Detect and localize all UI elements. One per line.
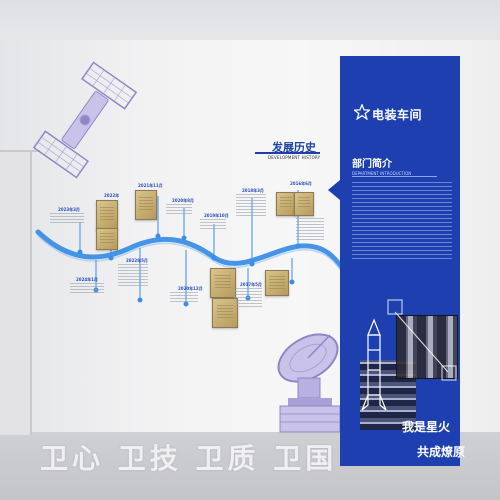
milestone-year: 2020年8月 — [172, 198, 194, 203]
milestone-year: 2024年1月 — [76, 277, 98, 282]
certificate-image — [96, 200, 118, 230]
department-logo-text: 电装车间 — [372, 108, 423, 122]
milestone-year: 2017年5月 — [240, 282, 262, 287]
milestone-description — [170, 292, 198, 304]
timeline-title: 发展历史 — [272, 141, 316, 154]
door-frame — [0, 150, 32, 435]
milestone-description — [200, 219, 226, 231]
star-logo-icon — [354, 104, 370, 120]
department-rule — [352, 176, 437, 177]
radar-dish-icon — [277, 333, 341, 433]
slogan-line-1: 我是星火 — [402, 420, 451, 434]
floor-slogan: 卫心 卫技 卫质 卫国 — [40, 442, 338, 475]
milestone-description — [234, 288, 262, 308]
panel-notch — [328, 180, 340, 200]
milestone-description — [70, 283, 104, 295]
milestone-year: 2023年3月 — [58, 207, 80, 212]
milestone-description — [166, 204, 192, 216]
certificate-image — [135, 190, 157, 220]
timeline-title-rule — [255, 152, 320, 154]
slogan-line-2: 共成燎原 — [417, 445, 466, 459]
certificate-image — [212, 298, 238, 328]
milestone-description — [236, 194, 266, 216]
department-title: 部门简介 — [352, 159, 392, 170]
certificate-image — [96, 228, 118, 250]
timeline-subtitle: DEVELOPMENT HISTORY — [268, 155, 321, 160]
milestone-description — [296, 218, 324, 240]
milestone-description — [118, 264, 148, 286]
milestone-description — [50, 213, 84, 225]
timeline-wave — [35, 229, 348, 275]
certificate-image — [210, 268, 236, 298]
milestone-year: 2019年10月 — [204, 213, 229, 218]
milestone-year: 2020年12月 — [178, 286, 203, 291]
certificate-image — [265, 270, 289, 296]
door-frame-top — [0, 150, 40, 152]
department-body-text — [352, 182, 452, 260]
milestone-year: 2022年5月 — [126, 258, 148, 263]
milestone-year: 2022年 — [104, 193, 120, 198]
milestone-year: 2021年11月 — [138, 183, 163, 188]
certificate-image — [294, 192, 314, 216]
milestone-year: 2018年3月 — [242, 188, 264, 193]
satellite-icon — [32, 61, 138, 179]
milestone-year: 2016年6月 — [290, 181, 312, 186]
department-subtitle: DEPARTMENT INTRODUCTION — [352, 171, 412, 176]
